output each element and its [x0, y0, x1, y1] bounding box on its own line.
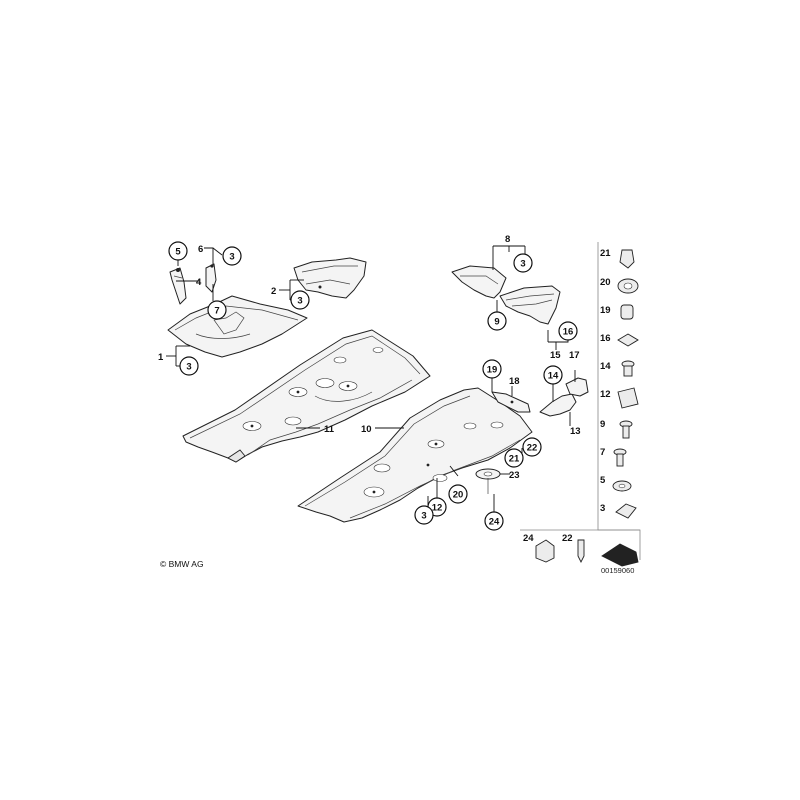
callout-17: 17 — [569, 350, 580, 361]
arrow-icon — [601, 543, 639, 567]
circled-callout-3-a: 3 — [222, 246, 242, 266]
bracket-part-4 — [169, 267, 187, 305]
legend-label-21: 21 — [600, 248, 611, 259]
clip-glyph — [615, 503, 637, 519]
legend-label-16: 16 — [600, 333, 611, 344]
svg-text:22: 22 — [527, 443, 538, 454]
circled-callout-21: 21 — [504, 448, 524, 468]
bracket-part-17 — [539, 377, 589, 417]
svg-text:20: 20 — [453, 490, 464, 501]
circled-callout-3-d: 3 — [513, 253, 533, 273]
heat-shield-part-2 — [293, 257, 367, 299]
svg-text:3: 3 — [229, 252, 234, 263]
circled-callout-3-e: 3 — [414, 505, 434, 525]
callout-13: 13 — [570, 426, 581, 437]
circled-callout-3-b: 3 — [179, 356, 199, 376]
circled-callout-22: 22 — [522, 437, 542, 457]
underbody-panel-11 — [182, 329, 431, 463]
u-nut-glyph — [617, 387, 639, 409]
svg-text:21: 21 — [509, 454, 520, 465]
diagram-code: 00159060 — [601, 566, 634, 575]
svg-text:12: 12 — [432, 503, 443, 514]
legend-label-20: 20 — [600, 277, 611, 288]
washer-part-23 — [475, 468, 501, 494]
underbody-panel-10 — [297, 387, 533, 523]
callout-4: 4 — [196, 277, 202, 288]
circled-callout-20: 20 — [448, 484, 468, 504]
circled-callout-7: 7 — [207, 300, 227, 320]
svg-text:7: 7 — [214, 306, 219, 317]
legend-label-3: 3 — [600, 503, 605, 514]
sheet-screw-glyph — [577, 539, 585, 564]
circled-callout-16: 16 — [558, 321, 578, 341]
callout-6: 6 — [198, 244, 203, 255]
clip-part-6 — [205, 263, 217, 293]
svg-text:16: 16 — [563, 327, 574, 338]
shield-part-16 — [499, 285, 561, 325]
legend-label-14: 14 — [600, 361, 611, 372]
plug-glyph — [620, 304, 634, 320]
svg-text:19: 19 — [487, 365, 498, 376]
callout-18: 18 — [509, 376, 520, 387]
circled-callout-9: 9 — [487, 311, 507, 331]
svg-text:14: 14 — [548, 371, 559, 382]
legend-label-7: 7 — [600, 447, 605, 458]
svg-text:24: 24 — [489, 517, 500, 528]
callout-15: 15 — [550, 350, 561, 361]
copyright-mark: © BMW AG — [160, 559, 204, 569]
circled-callout-19: 19 — [482, 359, 502, 379]
legend-label-5: 5 — [600, 475, 606, 486]
svg-text:3: 3 — [421, 511, 426, 522]
legend-label-9: 9 — [600, 419, 605, 430]
circled-callout-3-c: 3 — [290, 290, 310, 310]
circled-callout-5: 5 — [168, 241, 188, 261]
shield-part-8 — [451, 265, 507, 299]
legend-label-19: 19 — [600, 305, 611, 316]
push-rivet-glyph — [619, 249, 635, 269]
callout-11: 11 — [324, 424, 335, 435]
callout-2: 2 — [271, 286, 276, 297]
svg-text:© BMW AG: © BMW AG — [160, 559, 204, 569]
strip-part-18 — [491, 391, 531, 413]
grommet-glyph — [535, 539, 555, 563]
callout-10: 10 — [361, 424, 372, 435]
clip-nut-glyph — [617, 333, 639, 347]
shield-part-1 — [167, 295, 308, 358]
legend-label-24: 24 — [523, 533, 534, 544]
callout-23: 23 — [509, 470, 520, 481]
legend-label-12: 12 — [600, 389, 611, 400]
callout-1: 1 — [158, 352, 164, 363]
legend-label-22: 22 — [562, 533, 573, 544]
svg-text:3: 3 — [186, 362, 191, 373]
svg-text:9: 9 — [494, 317, 499, 328]
svg-text:3: 3 — [297, 296, 302, 307]
svg-text:3: 3 — [520, 259, 525, 270]
svg-text:5: 5 — [175, 247, 181, 258]
fastener-legend: 21 20 19 16 14 12 9 7 5 3 24 — [520, 242, 641, 575]
circled-callout-24: 24 — [484, 511, 504, 531]
leader-lines — [166, 245, 576, 512]
circled-callout-14: 14 — [543, 365, 563, 385]
callout-8: 8 — [505, 234, 510, 245]
